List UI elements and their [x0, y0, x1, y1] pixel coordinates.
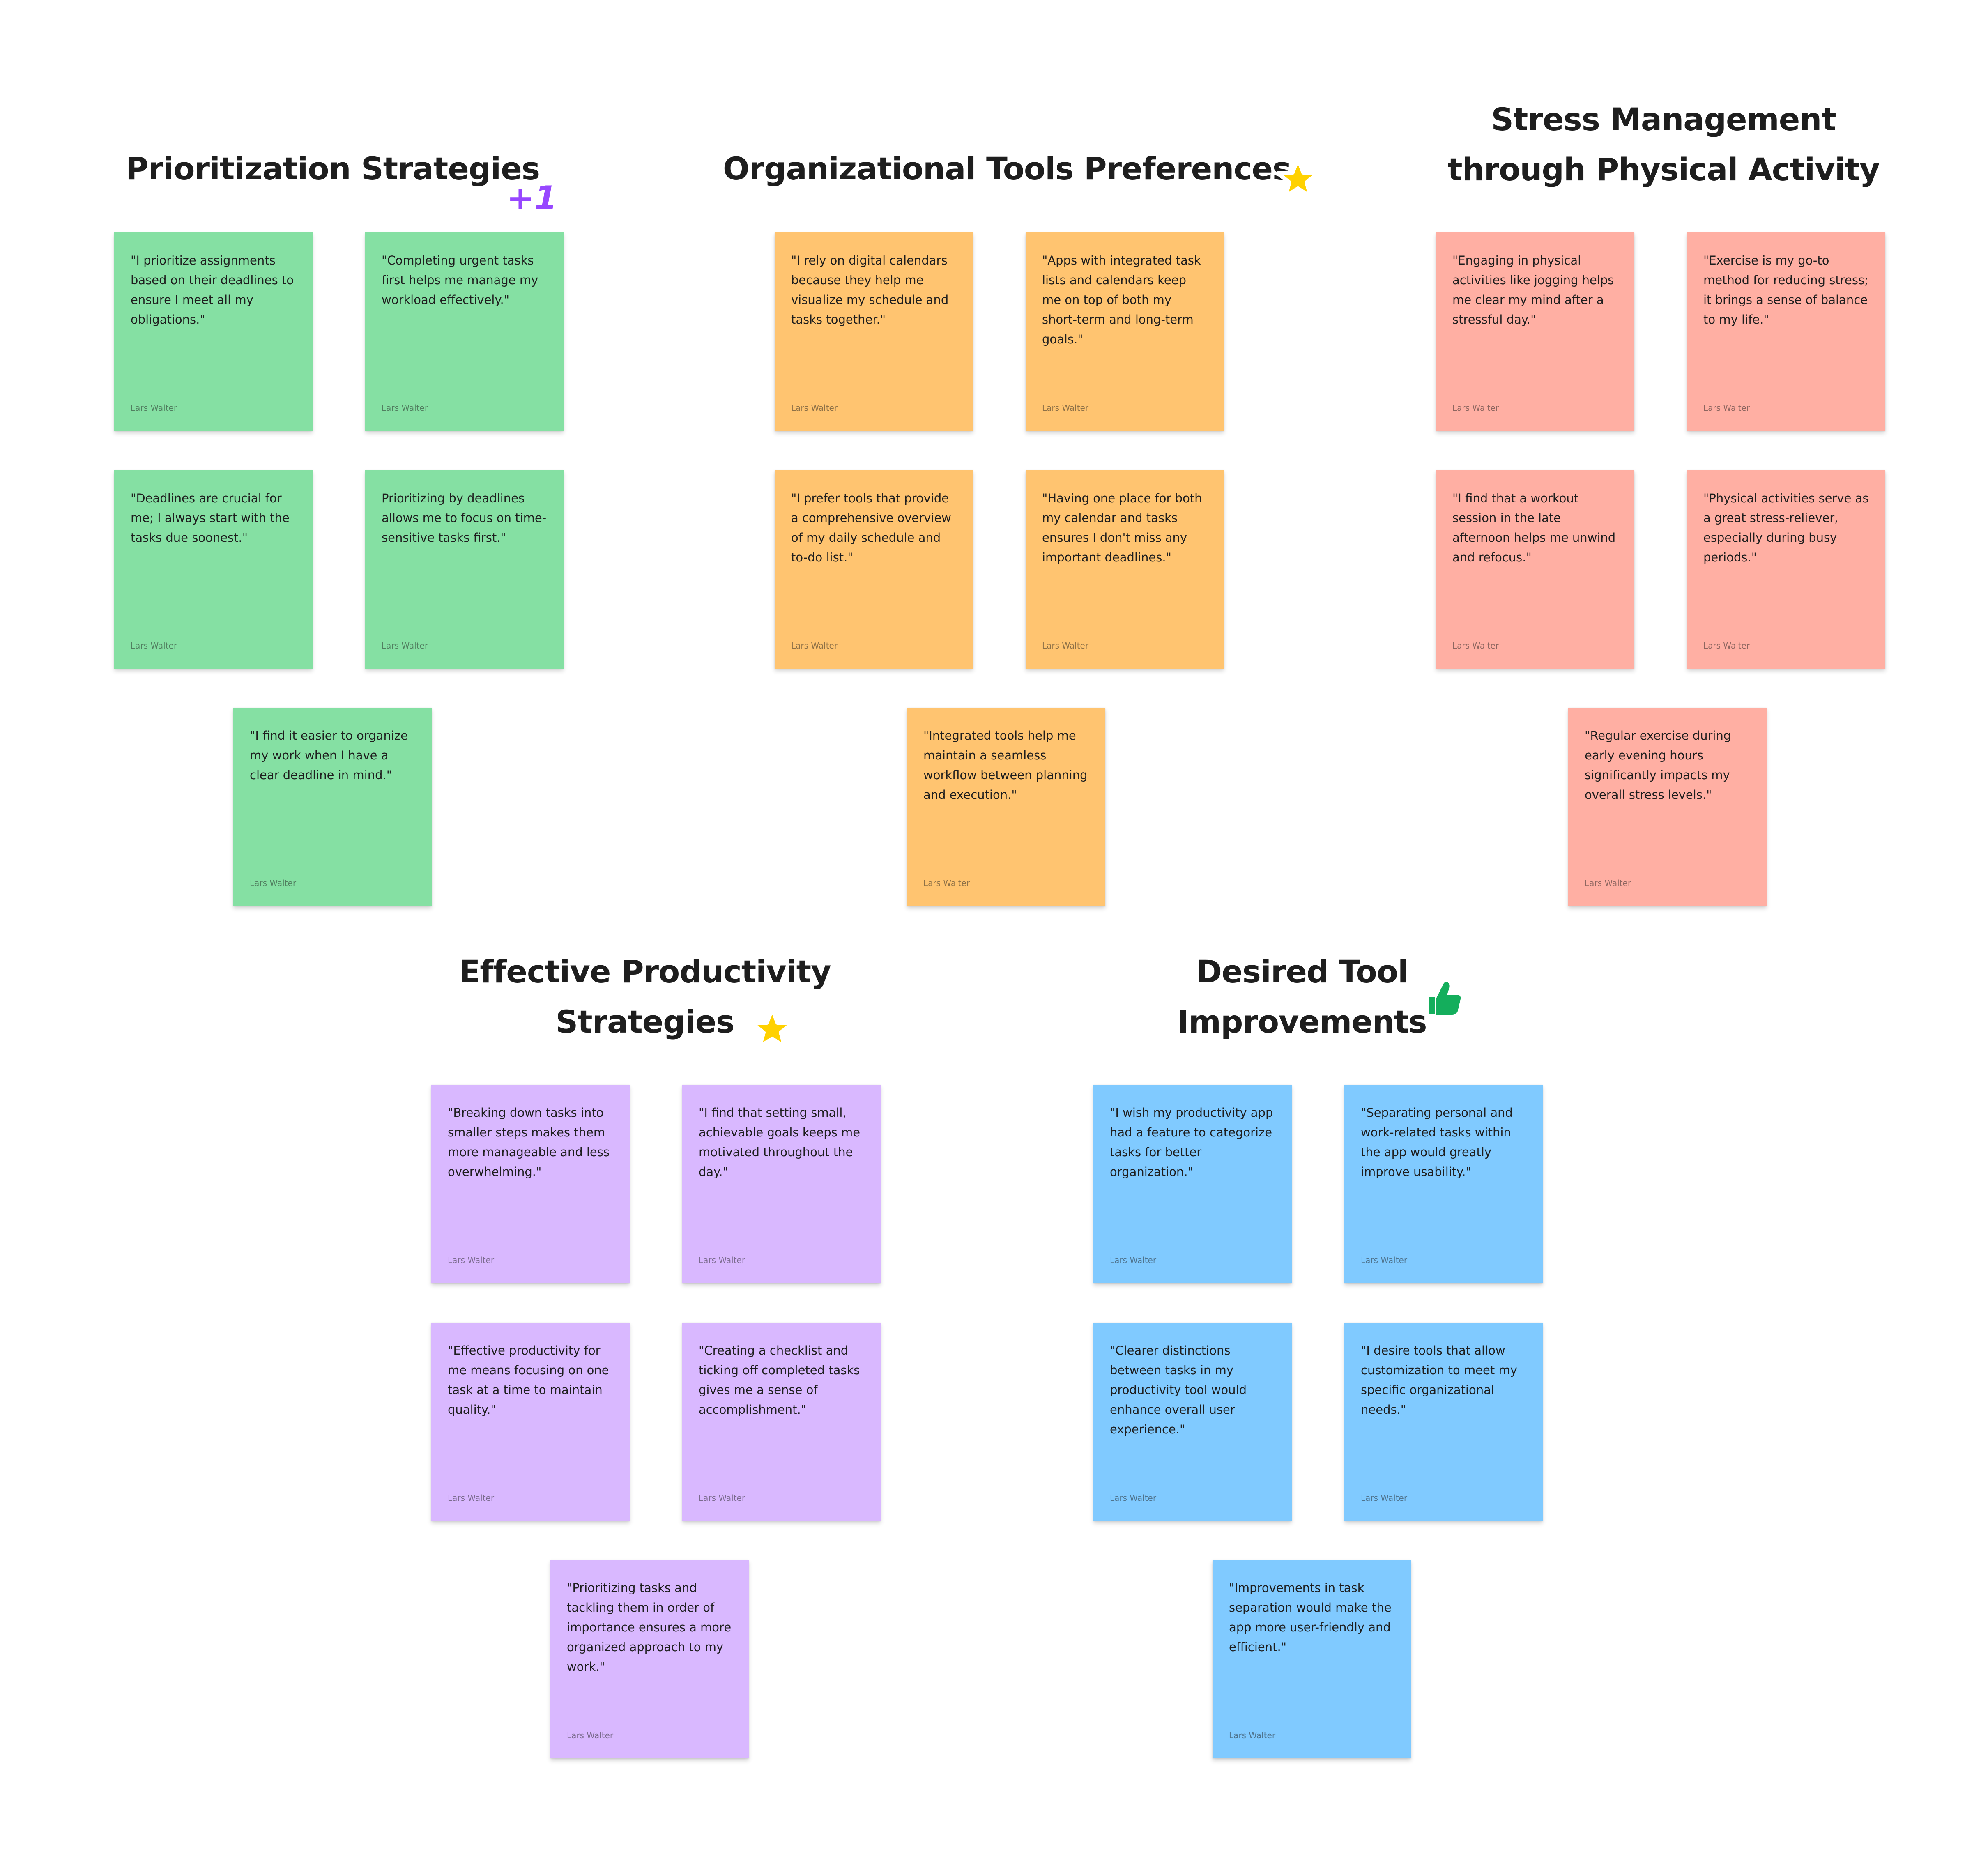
sticky-note[interactable]: "Effective productivity for me means foc… — [431, 1323, 630, 1521]
sticky-note[interactable]: "I find that setting small, achievable g… — [682, 1085, 881, 1283]
sticky-note-text: "I find that setting small, achievable g… — [699, 1106, 861, 1179]
star-sticker[interactable] — [750, 1006, 795, 1051]
plus-one-sticker[interactable]: +1 +1 — [504, 176, 560, 220]
sticky-note-author: Lars Walter — [791, 641, 838, 651]
sticky-note-author: Lars Walter — [791, 403, 838, 413]
sticky-note-author: Lars Walter — [250, 878, 297, 888]
sticky-note[interactable]: "Engaging in physical activities like jo… — [1436, 232, 1634, 431]
svg-text:+1: +1 — [507, 179, 557, 217]
sticky-note[interactable]: "I rely on digital calendars because the… — [775, 232, 973, 431]
star-icon — [1276, 156, 1320, 199]
sticky-note-author: Lars Walter — [1452, 403, 1499, 413]
sticky-note[interactable]: "I desire tools that allow customization… — [1344, 1323, 1543, 1521]
cluster-title-line: through Physical Activity — [1447, 151, 1880, 188]
sticky-note[interactable]: "I find it easier to organize my work wh… — [233, 708, 432, 906]
sticky-note-text: "Having one place for both my calendar a… — [1042, 491, 1202, 564]
sticky-note[interactable]: "Deadlines are crucial for me; I always … — [114, 470, 313, 669]
cluster-title-organizational[interactable]: Organizational Tools Preferences — [723, 150, 1291, 187]
sticky-note[interactable]: "Prioritizing tasks and tackling them in… — [550, 1560, 749, 1758]
cluster-title-line: Strategies — [555, 1003, 735, 1040]
sticky-note[interactable]: "I wish my productivity app had a featur… — [1093, 1085, 1292, 1283]
sticky-note[interactable]: "Physical activities serve as a great st… — [1687, 470, 1885, 669]
star-sticker[interactable] — [1275, 156, 1321, 201]
sticky-note[interactable]: "I prioritize assignments based on their… — [114, 232, 313, 431]
sticky-note[interactable]: Prioritizing by deadlines allows me to f… — [365, 470, 564, 669]
sticky-note-author: Lars Walter — [699, 1493, 746, 1503]
sticky-note[interactable]: "Exercise is my go-to method for reducin… — [1687, 232, 1885, 431]
sticky-note[interactable]: "Completing urgent tasks first helps me … — [365, 232, 564, 431]
sticky-note-text: "Regular exercise during early evening h… — [1585, 729, 1731, 802]
sticky-note-text: "I wish my productivity app had a featur… — [1110, 1106, 1273, 1179]
sticky-note-author: Lars Walter — [131, 641, 177, 651]
svg-text:+1: +1 — [507, 179, 557, 217]
sticky-note-author: Lars Walter — [1110, 1255, 1157, 1265]
sticky-note-text: "Effective productivity for me means foc… — [448, 1343, 609, 1417]
sticky-note-author: Lars Walter — [1042, 403, 1089, 413]
cluster-title-improvements[interactable]: Desired Tool Improvements — [1109, 947, 1495, 1047]
sticky-note-text: "Deadlines are crucial for me; I always … — [131, 491, 290, 545]
sticky-note-text: "Completing urgent tasks first helps me … — [382, 253, 538, 307]
plus-one-icon: +1 +1 — [504, 176, 560, 220]
sticky-note[interactable]: "I prefer tools that provide a comprehen… — [775, 470, 973, 669]
sticky-note-author: Lars Walter — [1361, 1255, 1408, 1265]
sticky-note-author: Lars Walter — [131, 403, 177, 413]
sticky-note-text: "Breaking down tasks into smaller steps … — [448, 1106, 610, 1179]
sticky-note[interactable]: "Apps with integrated task lists and cal… — [1026, 232, 1224, 431]
sticky-note-author: Lars Walter — [699, 1255, 746, 1265]
sticky-note-author: Lars Walter — [1110, 1493, 1157, 1503]
sticky-note[interactable]: "Improvements in task separation would m… — [1213, 1560, 1411, 1758]
sticky-note[interactable]: "Creating a checklist and ticking off co… — [682, 1323, 881, 1521]
cluster-title-stress[interactable]: Stress Management through Physical Activ… — [1438, 94, 1889, 195]
sticky-note-text: "Physical activities serve as a great st… — [1703, 491, 1869, 564]
sticky-note-text: "I prefer tools that provide a comprehen… — [791, 491, 951, 564]
thumbs-up-icon — [1427, 979, 1463, 1017]
sticky-note-author: Lars Walter — [923, 878, 970, 888]
sticky-note-author: Lars Walter — [1703, 641, 1750, 651]
cluster-title-line: Improvements — [1177, 1003, 1427, 1040]
sticky-note-author: Lars Walter — [448, 1255, 495, 1265]
sticky-note-author: Lars Walter — [382, 641, 428, 651]
sticky-note-text: "Separating personal and work-related ta… — [1361, 1106, 1513, 1179]
sticky-note-text: "Exercise is my go-to method for reducin… — [1703, 253, 1868, 327]
sticky-note[interactable]: "I find that a workout session in the la… — [1436, 470, 1634, 669]
cluster-title-line: Effective Productivity — [459, 953, 831, 990]
cluster-title-line: Stress Management — [1491, 101, 1836, 138]
sticky-note[interactable]: "Clearer distinctions between tasks in m… — [1093, 1323, 1292, 1521]
thumbs-up-sticker[interactable] — [1423, 978, 1464, 1019]
sticky-note-author: Lars Walter — [448, 1493, 495, 1503]
cluster-title-line: Desired Tool — [1196, 953, 1408, 990]
sticky-note-text: "Creating a checklist and ticking off co… — [699, 1343, 860, 1417]
sticky-note-author: Lars Walter — [1703, 403, 1750, 413]
sticky-note-text: "Prioritizing tasks and tackling them in… — [567, 1581, 732, 1674]
sticky-note-author: Lars Walter — [382, 403, 428, 413]
cluster-title-productivity[interactable]: Effective Productivity Strategies — [427, 947, 863, 1047]
sticky-note-text: "Engaging in physical activities like jo… — [1452, 253, 1614, 327]
sticky-note-author: Lars Walter — [1452, 641, 1499, 651]
sticky-note-text: "I prioritize assignments based on their… — [131, 253, 294, 327]
sticky-note-text: "I desire tools that allow customization… — [1361, 1343, 1517, 1417]
sticky-note-text: "I rely on digital calendars because the… — [791, 253, 949, 327]
star-icon — [750, 1007, 794, 1049]
sticky-note[interactable]: "Breaking down tasks into smaller steps … — [431, 1085, 630, 1283]
sticky-note[interactable]: "Separating personal and work-related ta… — [1344, 1085, 1543, 1283]
sticky-note[interactable]: "Integrated tools help me maintain a sea… — [907, 708, 1105, 906]
sticky-note[interactable]: "Regular exercise during early evening h… — [1568, 708, 1767, 906]
sticky-note-author: Lars Walter — [1042, 641, 1089, 651]
sticky-note-text: "Integrated tools help me maintain a sea… — [923, 729, 1088, 802]
sticky-note-text: "I find that a workout session in the la… — [1452, 491, 1616, 564]
sticky-note-text: "Apps with integrated task lists and cal… — [1042, 253, 1201, 346]
sticky-note-text: Prioritizing by deadlines allows me to f… — [382, 491, 547, 545]
sticky-note-text: "Clearer distinctions between tasks in m… — [1110, 1343, 1247, 1436]
sticky-note-author: Lars Walter — [1585, 878, 1631, 888]
sticky-note[interactable]: "Having one place for both my calendar a… — [1026, 470, 1224, 669]
sticky-note-author: Lars Walter — [1361, 1493, 1408, 1503]
sticky-note-author: Lars Walter — [567, 1730, 614, 1740]
sticky-note-text: "I find it easier to organize my work wh… — [250, 729, 408, 782]
sticky-note-author: Lars Walter — [1229, 1730, 1276, 1740]
cluster-title-prioritization[interactable]: Prioritization Strategies — [126, 150, 540, 187]
sticky-note-text: "Improvements in task separation would m… — [1229, 1581, 1392, 1654]
